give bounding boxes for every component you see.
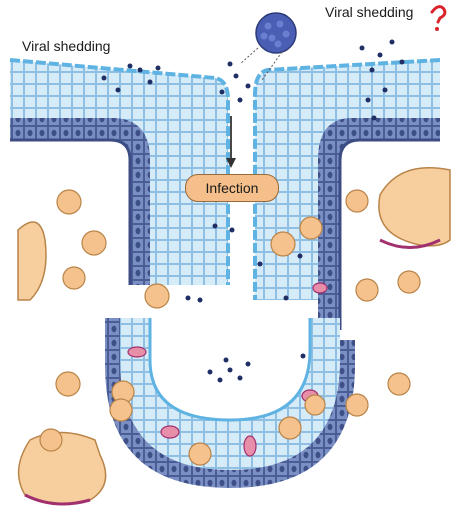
viral-shedding-label-left: Viral shedding (22, 38, 110, 54)
infection-label: Infection (185, 174, 279, 202)
question-mark-icon (432, 7, 445, 31)
viral-shedding-label-right: Viral shedding (325, 4, 413, 20)
